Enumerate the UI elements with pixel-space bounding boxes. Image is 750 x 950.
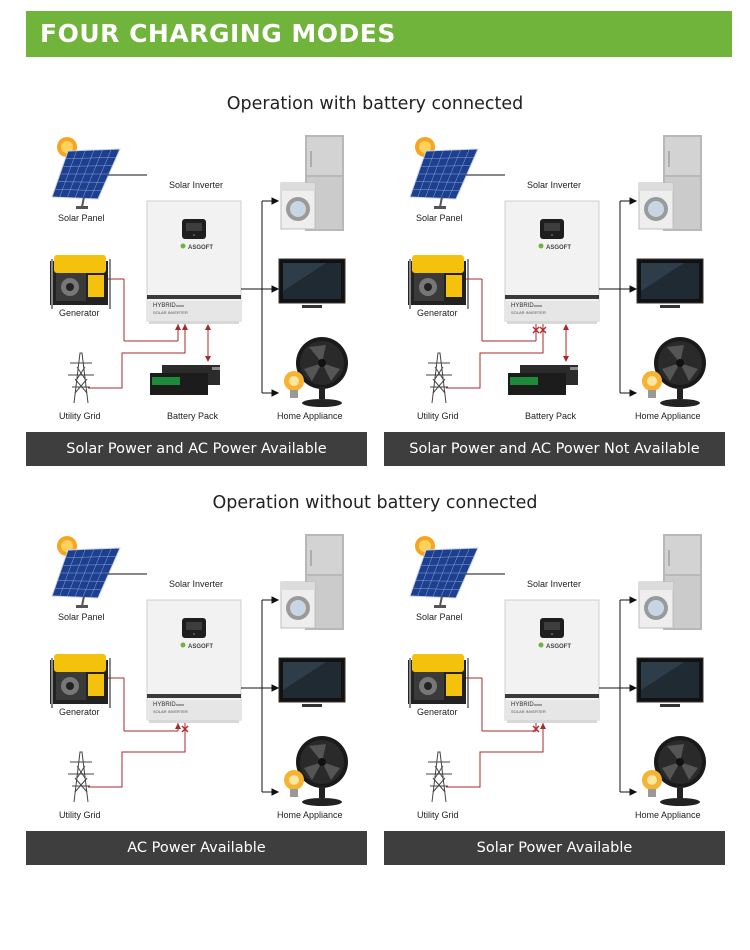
mode-caption: Solar Power and AC Power Available	[26, 432, 367, 466]
mode-caption: Solar Power and AC Power Not Available	[384, 432, 725, 466]
solar-panel-icon	[51, 547, 121, 608]
mode-caption: AC Power Available	[26, 831, 367, 865]
utility-grid-label: Utility Grid	[417, 810, 459, 820]
inverter-model: HYBRID	[511, 303, 534, 309]
mode-panel-2: ASGOFT HYBRID SOLAR INVERTER	[384, 131, 725, 551]
television-icon	[636, 258, 704, 308]
mode-diagram: ASGOFT HYBRID SOLAR INVERTER	[50, 534, 348, 806]
home-appliance-label: Home Appliance	[635, 810, 701, 820]
generator-icon	[50, 654, 111, 708]
television-icon	[278, 657, 346, 707]
inverter-sub: SOLAR INVERTER	[511, 709, 546, 714]
section-title-with-battery: Operation with battery connected	[226, 94, 524, 114]
home-appliance-label: Home Appliance	[635, 411, 701, 421]
battery-pack-label: Battery Pack	[525, 411, 577, 421]
output-lines	[108, 174, 280, 397]
mode-panel-1: ASGOFT HYBRID SOLAR INVERTER	[26, 131, 367, 551]
generator-label: Generator	[417, 308, 458, 318]
solar-panel-label: Solar Panel	[416, 213, 463, 223]
inverter-brand: ASGOFT	[546, 644, 571, 650]
output-lines	[466, 174, 638, 397]
inverter-brand: ASGOFT	[188, 245, 213, 251]
inverter-model: HYBRID	[153, 303, 176, 309]
solar-panel-label: Solar Panel	[416, 612, 463, 622]
washing-machine-icon	[280, 182, 316, 230]
inverter-brand: ASGOFT	[546, 245, 571, 251]
inverter-model: HYBRID	[153, 702, 176, 708]
utility-grid-icon	[426, 751, 452, 803]
banner-title: FOUR CHARGING MODES	[40, 19, 396, 48]
utility-grid-icon	[426, 352, 452, 404]
ac-input-arrow	[175, 324, 181, 330]
battery-pack-icon	[150, 365, 220, 395]
television-icon	[278, 258, 346, 308]
solar-input-arrow	[182, 324, 188, 330]
utility-grid-label: Utility Grid	[417, 411, 459, 421]
television-icon	[636, 657, 704, 707]
source-wires	[88, 278, 186, 389]
washing-machine-icon	[638, 581, 674, 629]
inverter-sub: SOLAR INVERTER	[153, 709, 188, 714]
solar-inverter-label: Solar Inverter	[169, 579, 224, 589]
inverter-sub: SOLAR INVERTER	[511, 310, 546, 315]
solar-inverter-icon: ASGOFT HYBRID SOLAR INVERTER	[504, 200, 600, 324]
battery-pack-icon	[508, 365, 578, 395]
mode-diagram: ASGOFT HYBRID SOLAR INVERTER	[408, 135, 706, 407]
inverter-sub: SOLAR INVERTER	[153, 310, 188, 315]
solar-inverter-icon: ASGOFT HYBRID SOLAR INVERTER	[504, 599, 600, 723]
mode-panel-4: ASGOFT HYBRID SOLAR INVERTER	[384, 530, 725, 950]
section-title-without-battery: Operation without battery connected	[212, 493, 538, 513]
source-wires	[446, 677, 544, 788]
generator-icon	[408, 654, 469, 708]
mode-diagram: ASGOFT HYBRID SOLAR INVERTER	[50, 135, 348, 407]
solar-panel-icon	[409, 148, 479, 209]
battery-link-arrow	[563, 324, 569, 362]
generator-icon	[50, 255, 111, 309]
washing-machine-icon	[280, 581, 316, 629]
mode-panel-3: ASGOFT HYBRID SOLAR INVERTER	[26, 530, 367, 950]
solar-inverter-label: Solar Inverter	[527, 579, 582, 589]
solar-input-arrow	[540, 723, 546, 729]
inverter-brand: ASGOFT	[188, 644, 213, 650]
ac-input-arrow	[175, 723, 181, 729]
refrigerator-icon	[663, 135, 702, 231]
generator-label: Generator	[59, 308, 100, 318]
header-banner: FOUR CHARGING MODES	[26, 11, 732, 57]
utility-grid-icon	[68, 352, 94, 404]
solar-inverter-label: Solar Inverter	[169, 180, 224, 190]
solar-panel-icon	[409, 547, 479, 608]
ac-input-cross	[532, 725, 540, 733]
solar-inverter-icon: ASGOFT HYBRID SOLAR INVERTER	[146, 200, 242, 324]
home-appliance-label: Home Appliance	[277, 810, 343, 820]
fan-and-bulb-icon	[284, 337, 348, 407]
inverter-model: HYBRID	[511, 702, 534, 708]
source-wires	[446, 278, 544, 389]
generator-label: Generator	[417, 707, 458, 717]
mode-diagram: ASGOFT HYBRID SOLAR INVERTER	[408, 534, 706, 806]
solar-inverter-icon: ASGOFT HYBRID SOLAR INVERTER	[146, 599, 242, 723]
home-appliance-label: Home Appliance	[277, 411, 343, 421]
solar-input-cross	[539, 326, 547, 334]
ac-input-cross	[532, 326, 540, 334]
utility-grid-icon	[68, 751, 94, 803]
washing-machine-icon	[638, 182, 674, 230]
utility-grid-label: Utility Grid	[59, 810, 101, 820]
battery-link-arrow	[205, 324, 211, 362]
solar-panel-label: Solar Panel	[58, 612, 105, 622]
mode-caption: Solar Power Available	[384, 831, 725, 865]
output-lines	[108, 573, 280, 796]
generator-label: Generator	[59, 707, 100, 717]
battery-pack-label: Battery Pack	[167, 411, 219, 421]
fan-and-bulb-icon	[642, 337, 706, 407]
generator-icon	[408, 255, 469, 309]
solar-panel-icon	[51, 148, 121, 209]
solar-panel-label: Solar Panel	[58, 213, 105, 223]
solar-input-cross	[181, 725, 189, 733]
fan-and-bulb-icon	[284, 736, 348, 806]
fan-and-bulb-icon	[642, 736, 706, 806]
output-lines	[466, 573, 638, 796]
utility-grid-label: Utility Grid	[59, 411, 101, 421]
solar-inverter-label: Solar Inverter	[527, 180, 582, 190]
